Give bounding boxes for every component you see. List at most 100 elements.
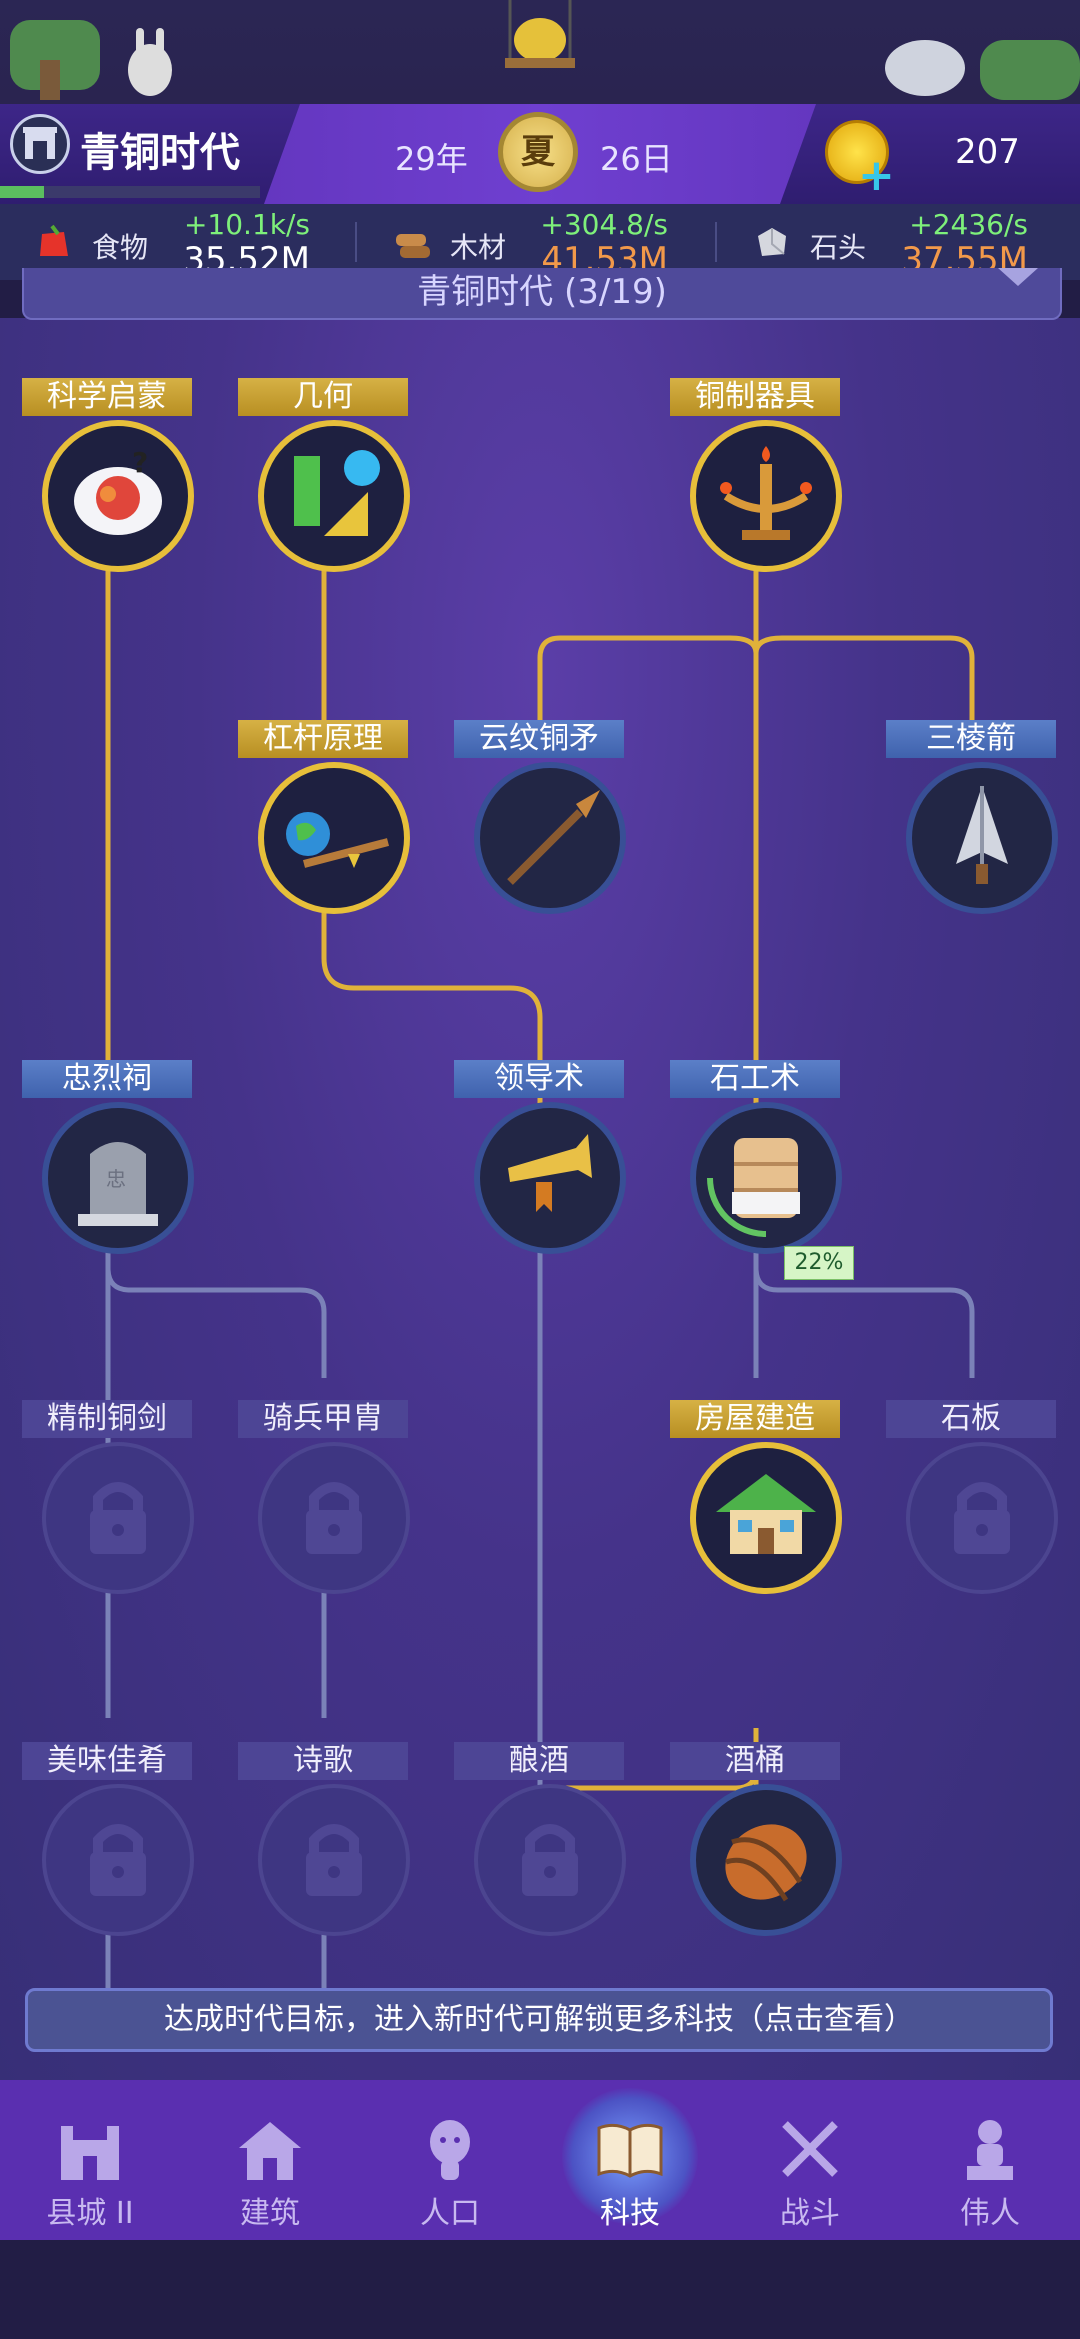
tech-label: 美味佳肴 <box>22 1742 192 1780</box>
season-badge: 夏 <box>498 112 578 192</box>
tech-label: 精制铜剑 <box>22 1400 192 1438</box>
nav-tech[interactable]: 科技 <box>540 2080 720 2240</box>
tech-node-spear[interactable]: 云纹铜矛 <box>454 720 626 920</box>
lever-icon <box>258 762 410 914</box>
nav-label: 县城 II <box>46 2196 134 2231</box>
resource-divider <box>355 222 357 262</box>
era-goal-tip[interactable]: 达成时代目标，进入新时代可解锁更多科技（点击查看） <box>25 1988 1053 2052</box>
trumpet-icon <box>474 1102 626 1254</box>
nav-label: 伟人 <box>960 2196 1020 2231</box>
resource-bar: 食物 +10.1k/s 35.52M 木材 +304.8/s 41.53M 石头… <box>0 204 1080 280</box>
era-name: 青铜时代 <box>80 130 240 176</box>
resource-rate: +2436/s <box>909 208 1028 241</box>
castle-icon <box>61 2126 119 2180</box>
tech-node-barrel[interactable]: 酒桶 <box>670 1742 842 1942</box>
tech-label: 杠杆原理 <box>238 720 408 758</box>
tech-node-bronze[interactable]: 铜制器具 <box>670 378 842 578</box>
tech-node-lever[interactable]: 杠杆原理 <box>238 720 410 920</box>
masonry-icon <box>690 1102 842 1254</box>
statue-icon <box>967 2120 1013 2180</box>
nav-label: 科技 <box>600 2196 660 2231</box>
tech-label: 云纹铜矛 <box>454 720 624 758</box>
lock-icon <box>474 1784 626 1936</box>
resource-food[interactable]: 食物 +10.1k/s 35.52M <box>0 204 350 280</box>
stone-icon <box>758 228 786 256</box>
era-gate-icon <box>10 114 70 174</box>
tech-node-geometry[interactable]: 几何 <box>238 378 410 578</box>
date-year: 29年 <box>395 140 468 178</box>
tech-label: 铜制器具 <box>670 378 840 416</box>
tech-label: 房屋建造 <box>670 1400 840 1438</box>
svg-text:忠: 忠 <box>106 1167 126 1191</box>
lock-icon <box>258 1784 410 1936</box>
chevron-down-icon[interactable] <box>998 268 1038 286</box>
tech-label: 三棱箭 <box>886 720 1056 758</box>
tech-node-food[interactable]: 美味佳肴 <box>22 1742 194 1942</box>
gold-value: 207 <box>955 132 1020 172</box>
tech-node-shrine[interactable]: 忠烈祠 忠 <box>22 1060 194 1260</box>
era-progress-bar <box>0 186 260 198</box>
nav-county[interactable]: 县城 II <box>0 2080 180 2240</box>
nav-battle[interactable]: 战斗 <box>720 2080 900 2240</box>
tech-label: 几何 <box>238 378 408 416</box>
tombstone-icon: 忠 <box>42 1102 194 1254</box>
top-decoration <box>0 0 1080 104</box>
tech-label: 石板 <box>886 1400 1056 1438</box>
nav-population[interactable]: 人口 <box>360 2080 540 2240</box>
svg-text:?: ? <box>132 446 148 479</box>
brain-icon: ? <box>42 420 194 572</box>
tech-node-mason[interactable]: 石工术 <box>670 1060 842 1260</box>
nav-label: 建筑 <box>240 2196 300 2231</box>
nav-greatpeople[interactable]: 伟人 <box>900 2080 1080 2240</box>
lock-icon <box>906 1442 1058 1594</box>
tech-label: 酒桶 <box>670 1742 840 1780</box>
tech-node-cavalry[interactable]: 骑兵甲胄 <box>238 1400 410 1600</box>
era-progress-fill <box>0 186 45 198</box>
tech-label: 诗歌 <box>238 1742 408 1780</box>
nav-label: 人口 <box>420 2196 480 2231</box>
tech-tree[interactable]: 科学启蒙 ? 几何 铜制器具 <box>0 318 1080 2080</box>
tech-node-sword[interactable]: 精制铜剑 <box>22 1400 194 1600</box>
tech-label: 石工术 <box>670 1060 840 1098</box>
tech-node-brew[interactable]: 酿酒 <box>454 1742 626 1942</box>
resource-name: 石头 <box>810 231 867 264</box>
tech-node-arrow[interactable]: 三棱箭 <box>886 720 1058 920</box>
house-icon <box>690 1442 842 1594</box>
lock-icon <box>42 1442 194 1594</box>
nav-building[interactable]: 建筑 <box>180 2080 360 2240</box>
bottom-safe-area <box>0 2240 1080 2339</box>
lock-icon <box>258 1442 410 1594</box>
tech-node-slate[interactable]: 石板 <box>886 1400 1058 1600</box>
people-icon <box>430 2120 470 2180</box>
bottom-nav: 县城 II 建筑 人口 科技 <box>0 2080 1080 2240</box>
gold-coin-icon <box>825 120 889 184</box>
candelabra-icon <box>690 420 842 572</box>
tech-node-poem[interactable]: 诗歌 <box>238 1742 410 1942</box>
era-selector-label: 青铜时代 (3/19) <box>417 272 667 312</box>
spear-icon <box>474 762 626 914</box>
era-panel[interactable]: 青铜时代 <box>0 104 300 204</box>
food-icon <box>40 224 68 256</box>
decor-scene <box>10 0 1080 100</box>
building-icon <box>239 2122 301 2180</box>
tech-label: 忠烈祠 <box>22 1060 192 1098</box>
tech-label: 骑兵甲胄 <box>238 1400 408 1438</box>
add-gold-button[interactable]: + <box>858 150 895 201</box>
barrel-icon <box>690 1784 842 1936</box>
research-progress-badge: 22% <box>784 1246 854 1280</box>
tech-node-leader[interactable]: 领导术 <box>454 1060 626 1260</box>
resource-name: 木材 <box>450 231 507 264</box>
resource-rate: +304.8/s <box>540 208 668 241</box>
tech-node-science[interactable]: 科学启蒙 ? <box>22 378 194 578</box>
tech-label: 领导术 <box>454 1060 624 1098</box>
resource-divider <box>715 222 717 262</box>
book-icon <box>597 2123 663 2178</box>
date-day: 26日 <box>600 140 673 178</box>
era-selector[interactable]: 青铜时代 (3/19) <box>22 268 1062 320</box>
lock-icon <box>42 1784 194 1936</box>
arrowhead-icon <box>906 762 1058 914</box>
swords-icon <box>782 2121 838 2177</box>
tech-label: 科学启蒙 <box>22 378 192 416</box>
geometry-icon <box>258 420 410 572</box>
tech-node-house[interactable]: 房屋建造 <box>670 1400 842 1600</box>
